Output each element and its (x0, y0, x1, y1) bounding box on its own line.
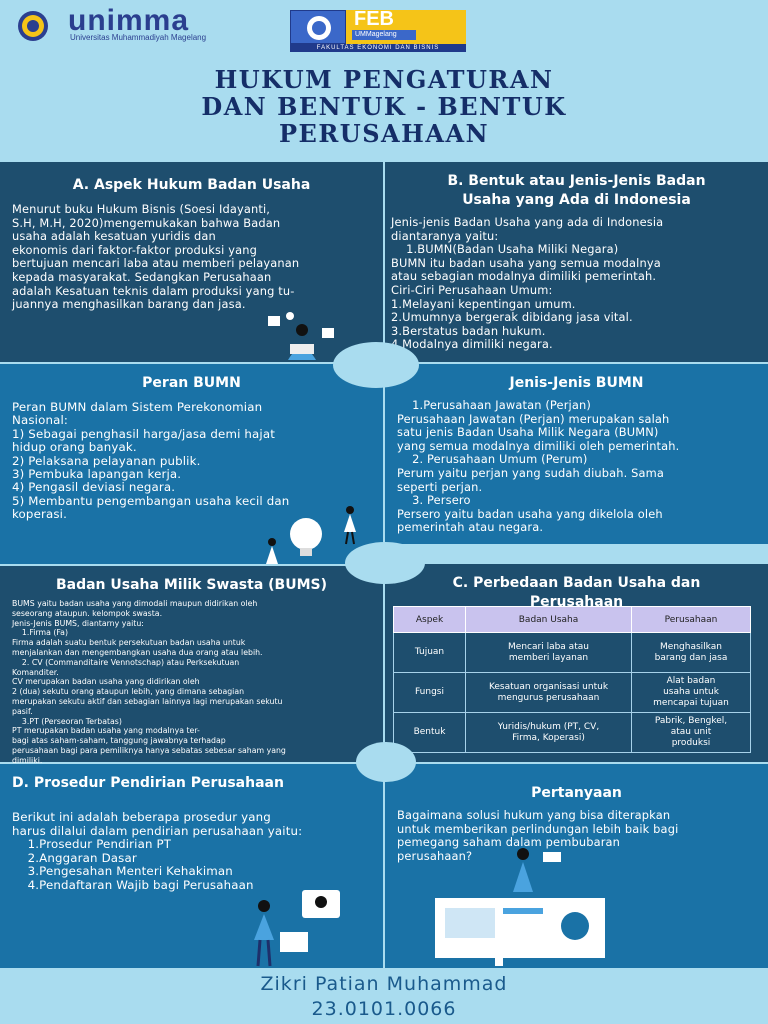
unimma-logo: unimma Universitas Muhammadiyah Magelang (6, 4, 286, 44)
footer: Zikri Patian Muhammad 23.0101.0066 (0, 968, 768, 1024)
feb-bar: FAKULTAS EKONOMI DAN BISNIS (290, 44, 466, 52)
table-header: Perusahaan (631, 606, 751, 633)
marketing-dashboard-icon (435, 848, 605, 966)
panel-title: D. Prosedur Pendirian Perusahaan (12, 775, 284, 791)
panel-aspek-hukum: A. Aspek Hukum Badan Usaha Menurut buku … (0, 162, 383, 362)
panel-prosedur: D. Prosedur Pendirian Perusahaan Berikut… (0, 764, 383, 968)
table-cell: Menghasilkan barang dan jasa (631, 632, 751, 673)
panel-pertanyaan: Pertanyaan Bagaimana solusi hukum yang b… (385, 764, 768, 968)
panel-text: Jenis-jenis Badan Usaha yang ada di Indo… (391, 215, 664, 352)
lightbulb-people-icon (266, 506, 356, 564)
unimma-seal-icon (6, 10, 60, 42)
person-laptop-icon (268, 312, 334, 360)
feb-seal-icon (290, 10, 346, 44)
table-cell: Tujuan (393, 632, 466, 673)
decor-circle (356, 742, 416, 782)
table-header-row: Aspek Badan Usaha Perusahaan (393, 606, 751, 633)
unimma-wordmark: unimma (68, 4, 190, 37)
panel-text: Menurut buku Hukum Bisnis (Soesi Idayant… (12, 202, 300, 312)
page-title: HUKUM PENGATURAN DAN BENTUK - BENTUK PER… (201, 65, 567, 148)
table-cell: Fungsi (393, 672, 466, 713)
table-header: Aspek (393, 606, 466, 633)
panel-bums: Badan Usaha Milik Swasta (BUMS) BUMS yai… (0, 566, 383, 765)
panel-title: Badan Usaha Milik Swasta (BUMS) (55, 577, 328, 593)
panel-title: Jenis-Jenis BUMN (509, 375, 644, 391)
panel-perbedaan: C. Perbedaan Badan Usaha dan Perusahaan … (385, 564, 768, 762)
table-cell: Alat badan usaha untuk mencapai tujuan (631, 672, 751, 713)
panel-bentuk-badan-usaha: B. Bentuk atau Jenis-Jenis Badan Usaha y… (385, 162, 768, 362)
panel-text: 1.Perusahaan Jawatan (Perjan) Perusahaan… (397, 398, 680, 535)
panel-title: Pertanyaan (531, 785, 622, 801)
panel-title: B. Bentuk atau Jenis-Jenis Badan Usaha y… (447, 173, 706, 208)
panel-text: Bagaimana solusi hukum yang bisa diterap… (397, 808, 679, 863)
feb-wordmark: FEB (354, 8, 394, 30)
panel-text: Berikut ini adalah beberapa prosedur yan… (12, 810, 303, 892)
people-document-icon (254, 890, 340, 967)
table-cell: Mencari laba atau memberi layanan (465, 632, 632, 673)
comparison-table: Aspek Badan Usaha Perusahaan Tujuan Menc… (393, 606, 751, 753)
table-row: Fungsi Kesatuan organisasi untuk menguru… (393, 672, 751, 713)
decor-circle (345, 542, 425, 584)
header: unimma Universitas Muhammadiyah Magelang… (0, 0, 768, 162)
author-name: Zikri Patian Muhammad (260, 973, 508, 995)
panel-text: Peran BUMN dalam Sistem Perekonomian Nas… (12, 400, 290, 522)
feb-box: FEB UMMagelang (346, 8, 466, 44)
panel-peran-bumn: Peran BUMN Peran BUMN dalam Sistem Perek… (0, 364, 383, 564)
feb-logo: FEB UMMagelang FAKULTAS EKONOMI DAN BISN… (290, 8, 466, 52)
decor-circle (333, 342, 419, 388)
feb-tag: UMMagelang (352, 30, 416, 40)
panel-title: A. Aspek Hukum Badan Usaha (72, 177, 311, 193)
panel-title: Peran BUMN (142, 375, 241, 391)
unimma-subtitle: Universitas Muhammadiyah Magelang (70, 33, 207, 42)
table-header: Badan Usaha (465, 606, 632, 633)
panel-jenis-bumn: Jenis-Jenis BUMN 1.Perusahaan Jawatan (P… (385, 364, 768, 544)
table-row: Bentuk Yuridis/hukum (PT, CV, Firma, Kop… (393, 712, 751, 753)
author-id: 23.0101.0066 (311, 998, 457, 1020)
table-row: Tujuan Mencari laba atau memberi layanan… (393, 632, 751, 673)
table-cell: Kesatuan organisasi untuk mengurus perus… (465, 672, 632, 713)
table-cell: Yuridis/hukum (PT, CV, Firma, Koperasi) (465, 712, 632, 753)
panel-text: BUMS yaitu badan usaha yang dimodali mau… (12, 599, 286, 765)
table-cell: Pabrik, Bengkel, atau unit produksi (631, 712, 751, 753)
